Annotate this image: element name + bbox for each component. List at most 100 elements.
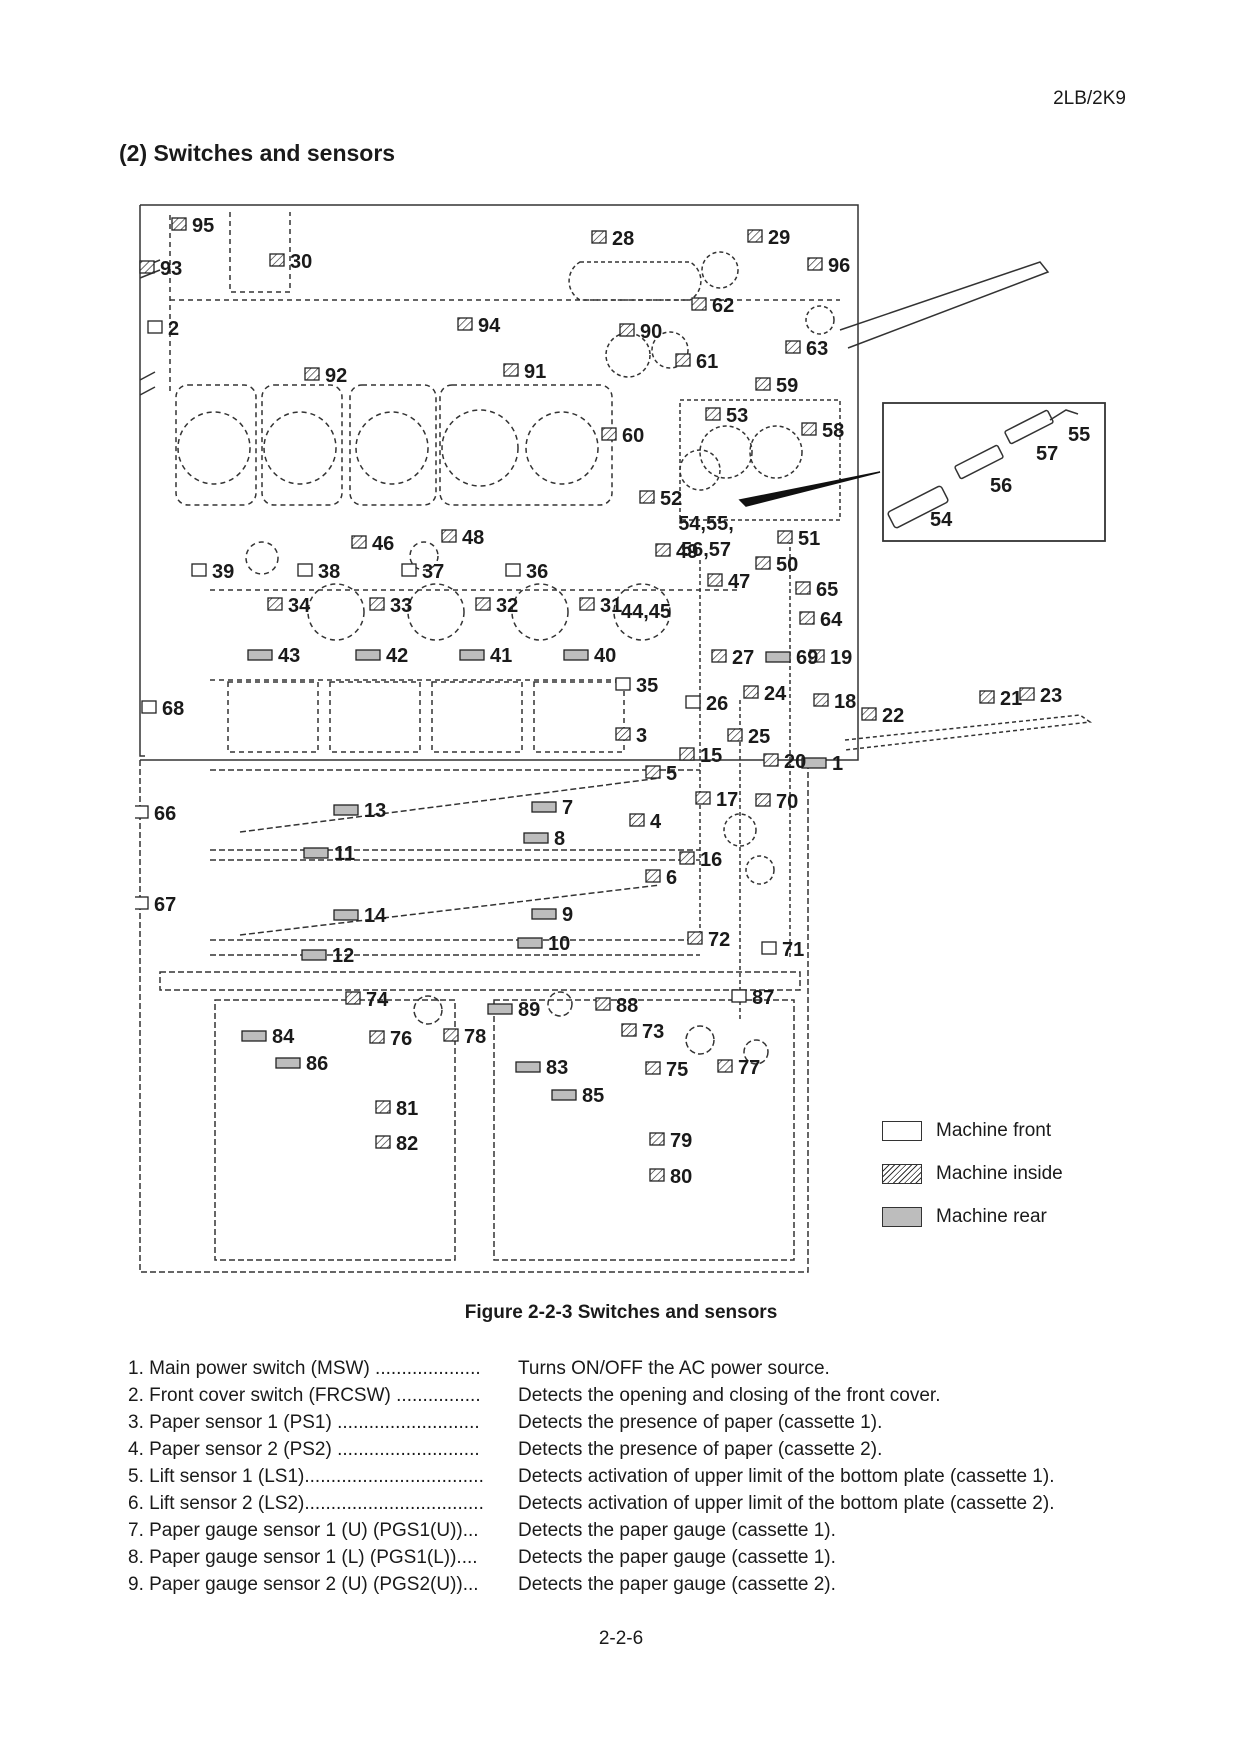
- callout-label-51: 51: [798, 528, 820, 550]
- item-name: 6. Lift sensor 2 (LS2)..................…: [128, 1493, 484, 1514]
- callout-label-18: 18: [834, 691, 856, 713]
- sensor-marker-69: [765, 651, 791, 663]
- sensor-marker-8: [523, 832, 549, 844]
- callout-label-16: 16: [700, 849, 722, 871]
- list-item: 5. Lift sensor 1 (LS1)..................…: [128, 1463, 1054, 1490]
- sensor-marker-95: [171, 217, 187, 231]
- item-name: 9. Paper gauge sensor 2 (U) (PGS2(U))...: [128, 1574, 479, 1595]
- list-item: 6. Lift sensor 2 (LS2)..................…: [128, 1490, 1054, 1517]
- sensor-marker-62: [691, 297, 707, 311]
- callout-label-66: 66: [154, 803, 176, 825]
- sensor-marker-64: [799, 611, 815, 625]
- callout-label-53: 53: [726, 405, 748, 427]
- sensor-marker-41: [459, 649, 485, 661]
- item-desc: Detects the opening and closing of the f…: [518, 1385, 941, 1406]
- callout-label-32: 32: [496, 595, 518, 617]
- inset-label-57: 57: [1036, 443, 1058, 465]
- sensor-marker-85: [551, 1089, 577, 1101]
- sensor-marker-23: [1019, 687, 1035, 701]
- callout-label-92: 92: [325, 365, 347, 387]
- sensor-marker-43: [247, 649, 273, 661]
- sensor-marker-92: [304, 367, 320, 381]
- sensor-marker-52: [639, 490, 655, 504]
- callout-label-5: 5: [666, 763, 677, 785]
- callout-label-61: 61: [696, 351, 718, 373]
- callout-label-14: 14: [364, 905, 387, 927]
- sensor-marker-40: [563, 649, 589, 661]
- sensor-marker-96: [807, 257, 823, 271]
- callout-label-42: 42: [386, 645, 408, 667]
- sensor-marker-28: [591, 230, 607, 244]
- callout-label-50: 50: [776, 554, 798, 576]
- legend-swatch-rear: [882, 1207, 922, 1227]
- callout-label-30: 30: [290, 251, 312, 273]
- sensor-marker-76: [369, 1030, 385, 1044]
- sensor-marker-31: [579, 597, 595, 611]
- sensor-marker-34: [267, 597, 283, 611]
- callout-label-85: 85: [582, 1085, 604, 1107]
- sensor-marker-81: [375, 1100, 391, 1114]
- callout-label-93: 93: [160, 258, 182, 280]
- sensor-marker-67: [135, 896, 149, 910]
- list-item: 2. Front cover switch (FRCSW) ..........…: [128, 1382, 1054, 1409]
- item-desc: Detects the paper gauge (cassette 1).: [518, 1520, 836, 1541]
- item-name: 3. Paper sensor 1 (PS1) ................…: [128, 1412, 480, 1433]
- callout-label-96: 96: [828, 255, 850, 277]
- sensor-marker-87: [731, 989, 747, 1003]
- sensor-marker-2: [147, 320, 163, 334]
- callout-label-48: 48: [462, 527, 484, 549]
- callout-label-78: 78: [464, 1026, 486, 1048]
- callout-label-13: 13: [364, 800, 386, 822]
- sensor-marker-19: [809, 649, 825, 663]
- callout-label-27: 27: [732, 647, 754, 669]
- list-item: 1. Main power switch (MSW) .............…: [128, 1355, 1054, 1382]
- callout-label-33: 33: [390, 595, 412, 617]
- callout-label-8: 8: [554, 828, 565, 850]
- callout-label-47: 47: [728, 571, 750, 593]
- legend-swatch-front: [882, 1121, 922, 1141]
- callout-label-72: 72: [708, 929, 730, 951]
- callout-label-87: 87: [752, 987, 774, 1009]
- list-item: 4. Paper sensor 2 (PS2) ................…: [128, 1436, 1054, 1463]
- item-desc: Detects activation of upper limit of the…: [518, 1466, 1055, 1487]
- sensor-marker-90: [619, 323, 635, 337]
- sensor-marker-79: [649, 1132, 665, 1146]
- sensor-marker-63: [785, 340, 801, 354]
- sensor-marker-75: [645, 1061, 661, 1075]
- callout-label-77: 77: [738, 1057, 760, 1079]
- inset-label-56: 56: [990, 475, 1012, 497]
- sensor-marker-5: [645, 765, 661, 779]
- callout-label-88: 88: [616, 995, 638, 1017]
- callout-label-73: 73: [642, 1021, 664, 1043]
- callout-label-7: 7: [562, 797, 573, 819]
- callout-label-10: 10: [548, 933, 570, 955]
- sensor-marker-26: [685, 695, 701, 709]
- sensor-marker-86: [275, 1057, 301, 1069]
- callout-label-69: 69: [796, 647, 818, 669]
- callout-label-23: 23: [1040, 685, 1062, 707]
- sensor-marker-38: [297, 563, 313, 577]
- callout-label-90: 90: [640, 321, 662, 343]
- sensor-marker-3: [615, 727, 631, 741]
- sensor-marker-65: [795, 581, 811, 595]
- sensor-marker-18: [813, 693, 829, 707]
- sensor-marker-11: [303, 847, 329, 859]
- list-item: 8. Paper gauge sensor 1 (L) (PGS1(L))...…: [128, 1544, 1054, 1571]
- sensor-marker-89: [487, 1003, 513, 1015]
- callout-label-12: 12: [332, 945, 354, 967]
- item-desc: Detects the paper gauge (cassette 2).: [518, 1574, 836, 1595]
- callout-label-9: 9: [562, 904, 573, 926]
- item-name: 7. Paper gauge sensor 1 (U) (PGS1(U))...: [128, 1520, 479, 1541]
- callout-label-86: 86: [306, 1053, 328, 1075]
- sensor-marker-82: [375, 1135, 391, 1149]
- item-desc: Turns ON/OFF the AC power source.: [518, 1358, 830, 1379]
- callout-label-63: 63: [806, 338, 828, 360]
- callout-group-label: 44,45: [621, 601, 671, 623]
- page-number: 2-2-6: [598, 1628, 644, 1649]
- sensor-marker-70: [755, 793, 771, 807]
- callout-label-67: 67: [154, 894, 176, 916]
- callout-label-24: 24: [764, 683, 787, 705]
- sensor-marker-91: [503, 363, 519, 377]
- callout-label-31: 31: [600, 595, 622, 617]
